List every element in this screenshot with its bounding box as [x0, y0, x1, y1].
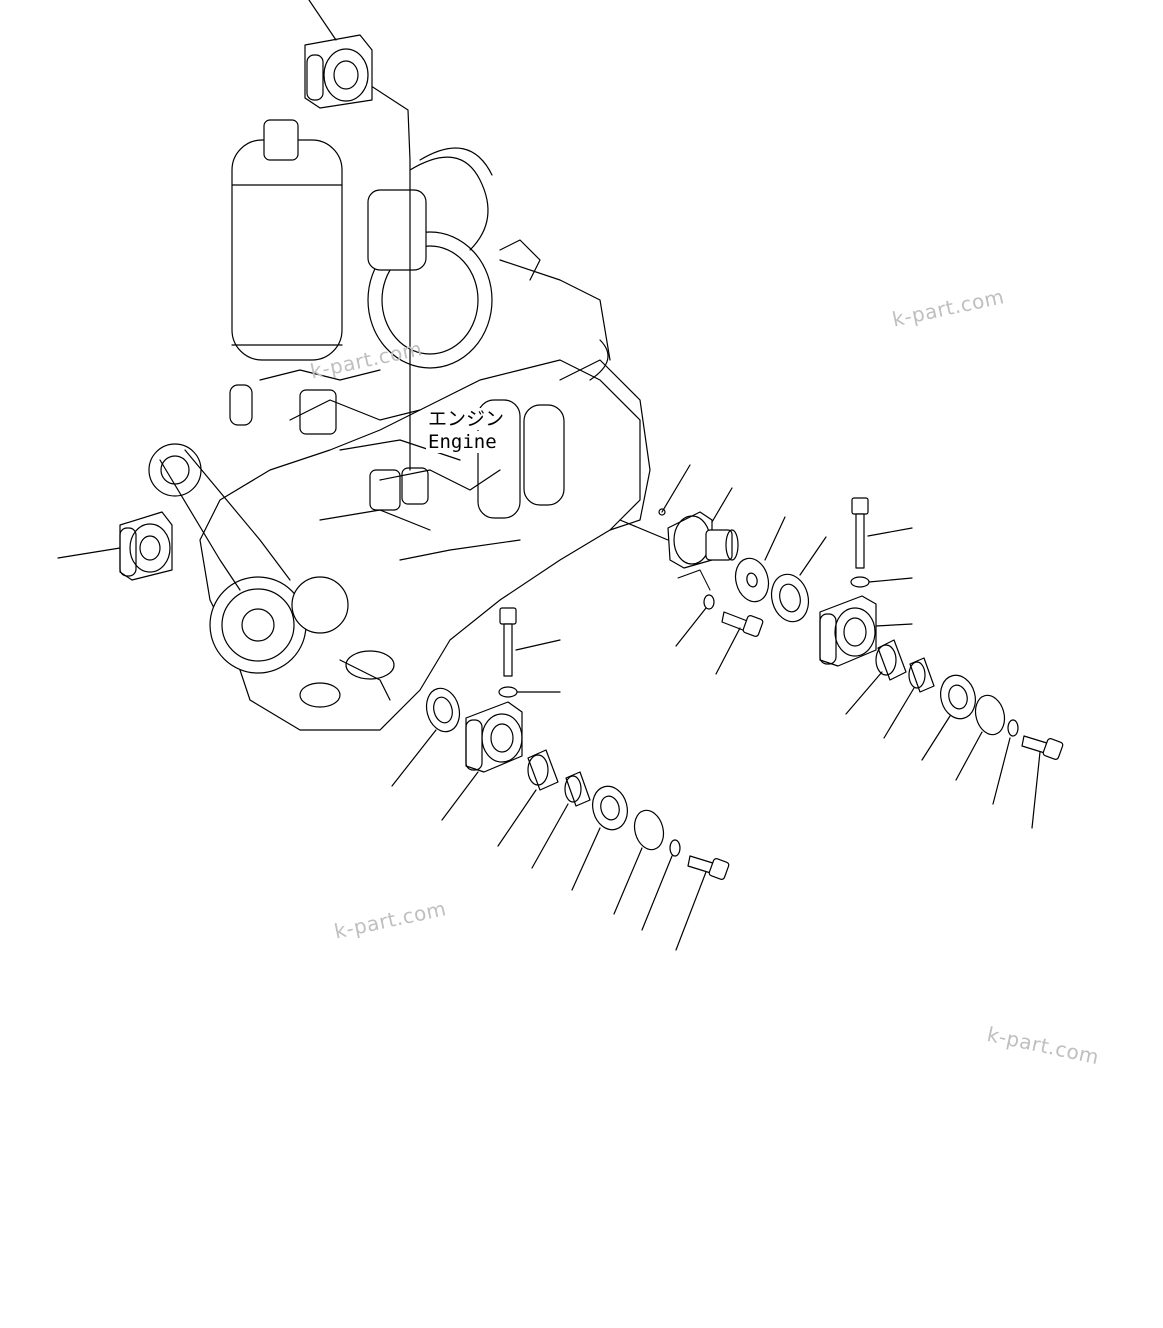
long-bolt-icon	[500, 608, 516, 676]
bolt-icon	[1022, 736, 1064, 760]
seal-icon	[422, 685, 464, 736]
leader-line-top	[309, 0, 336, 40]
small-washer-icon	[1008, 720, 1018, 736]
bushing-icon	[876, 640, 906, 680]
right-mount-bracket-icon	[820, 596, 876, 666]
washer-icon	[851, 577, 869, 587]
bolt-icon	[722, 612, 764, 637]
shaft-adapter-icon	[668, 512, 738, 568]
seal-icon	[936, 671, 980, 722]
engine-assembly	[149, 82, 650, 730]
leader-shaft	[620, 520, 668, 540]
pulley-icon	[149, 444, 348, 673]
top-mount-bracket-icon	[305, 35, 372, 108]
bushing-icon	[528, 750, 558, 790]
seal-icon	[766, 570, 813, 626]
fuel-filter-icon	[232, 140, 342, 360]
bolt-icon	[688, 856, 730, 880]
seal-icon	[588, 782, 632, 833]
washer-icon	[971, 692, 1008, 738]
washer-icon	[731, 555, 773, 606]
bushing-icon	[565, 772, 590, 806]
center-mount-bracket-icon	[466, 702, 522, 772]
long-bolt-icon	[852, 498, 868, 568]
leader-line-left	[58, 548, 120, 558]
washer-icon	[630, 807, 667, 853]
small-washer-icon	[670, 840, 680, 856]
engine-label-en: Engine	[426, 431, 499, 453]
leader-dowel	[662, 465, 690, 512]
engine-label-jp: エンジン	[426, 408, 507, 430]
left-mount-bracket-icon	[120, 512, 172, 580]
washer-icon	[499, 687, 517, 697]
small-washer-icon	[704, 595, 714, 609]
bushing-icon	[909, 658, 934, 692]
